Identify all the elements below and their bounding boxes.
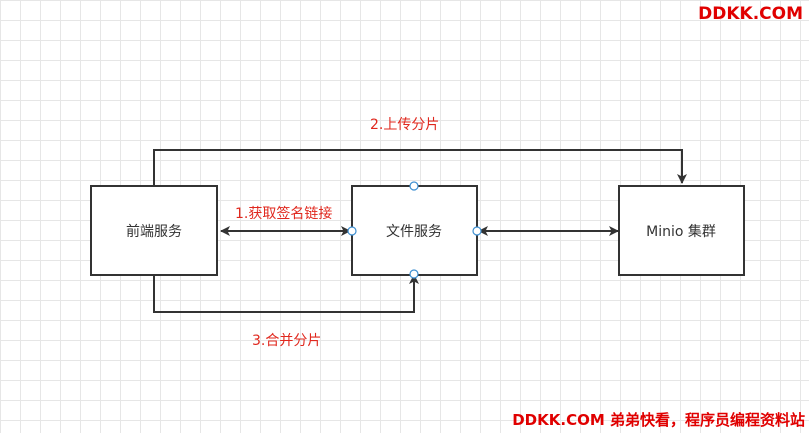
edge-label-get-signed-link: 1.获取签名链接 — [235, 205, 332, 222]
connection-point-left[interactable] — [347, 226, 357, 236]
watermark-top: DDKK.COM — [698, 4, 803, 24]
node-frontend[interactable]: 前端服务 — [90, 185, 218, 276]
connection-point-bottom[interactable] — [409, 269, 419, 279]
watermark-bottom: DDKK.COM 弟弟快看，程序员编程资料站 — [512, 411, 805, 429]
node-file-service[interactable]: 文件服务 — [351, 185, 478, 276]
edge-merge-chunks — [153, 274, 419, 313]
node-minio-label: Minio 集群 — [646, 223, 716, 240]
edge-label-merge-chunks: 3.合并分片 — [252, 333, 321, 349]
connection-points — [347, 181, 482, 279]
edge-label-upload-chunks: 2.上传分片 — [370, 117, 439, 133]
edge-upload-chunks — [153, 149, 687, 185]
node-file-service-label: 文件服务 — [386, 224, 442, 240]
connection-point-top[interactable] — [409, 181, 419, 191]
connection-point-right[interactable] — [472, 226, 482, 236]
node-minio[interactable]: Minio 集群 — [618, 185, 745, 276]
node-frontend-label: 前端服务 — [126, 223, 182, 240]
